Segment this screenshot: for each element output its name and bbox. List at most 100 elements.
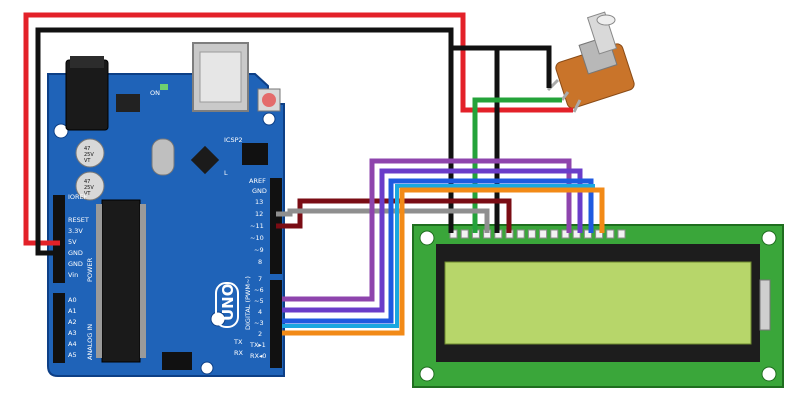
mount-hole (210, 311, 226, 327)
capacitor-label: VT (84, 191, 91, 197)
power-header-labels: IOREF RESET 3.3V 5V GND GND Vin (68, 193, 89, 279)
wires (23, 12, 605, 336)
wire-d12-maroon (276, 198, 512, 233)
capacitor-label: 25V (84, 152, 94, 158)
capacitor: 47 25V VT (75, 171, 105, 201)
digital-pin-label: RX◂0 (250, 352, 266, 360)
digital-pin-label: 4 (258, 308, 262, 316)
pot-leg (572, 99, 582, 113)
capacitor: 47 25V VT (75, 138, 105, 168)
lcd-pin-pad (583, 229, 592, 239)
lcd-pin-pad (606, 229, 615, 239)
wire-gnd-black-lcd (451, 45, 552, 88)
power-pin-label: GND (68, 249, 83, 257)
digital-pin-label: 7 (258, 275, 262, 283)
lcd-backlight-led (759, 279, 771, 331)
digital-pin-label: AREF (249, 177, 266, 185)
arduino-uno-board: 47 25V VT 47 25V VT ICSP2 UNO DIGITAL (P… (47, 42, 285, 377)
lcd-pin-pad (516, 229, 525, 239)
wire-cyan (282, 184, 595, 328)
icsp-label: ICSP2 (224, 136, 243, 144)
lcd-pin-pad (527, 229, 536, 239)
icsp-header-top (242, 143, 268, 165)
mount-hole (53, 123, 69, 139)
uno-logo: UNO (215, 282, 239, 328)
usb-connector-inner (199, 51, 242, 103)
power-pin-label: 3.3V (68, 227, 83, 235)
wire-d2-orange (282, 187, 605, 336)
analog-pin-label: A1 (68, 307, 77, 315)
lcd-mount-hole (761, 366, 777, 382)
analog-pin-label: A3 (68, 329, 77, 337)
lcd-pin-header (449, 229, 626, 239)
reset-button-cap (262, 93, 276, 107)
analog-header-labels: A0 A1 A2 A3 A4 A5 (68, 296, 77, 359)
rx-label: RX (234, 349, 244, 357)
digital-pin-label: ~9 (254, 246, 264, 254)
analog-header (53, 293, 65, 363)
capacitor-label: 47 (84, 146, 90, 152)
mcu-socket-right (140, 204, 146, 358)
power-pin-label: GND (68, 260, 83, 268)
capacitor-label: VT (84, 158, 91, 164)
digital-header-labels: AREF GND 13 12 ~11 ~10 ~9 8 7 ~6 ~5 4 ~3… (249, 177, 267, 360)
capacitor-label: 25V (84, 185, 94, 191)
lcd-mount-hole (419, 230, 435, 246)
wire-d11-gray (276, 208, 490, 233)
digital-label: DIGITAL (PWM~) (244, 276, 252, 330)
crystal (151, 138, 175, 176)
lcd-pin-pad (460, 229, 469, 239)
power-pin-label: 5V (68, 238, 77, 246)
analog-pin-label: A5 (68, 351, 77, 359)
power-pin-label: IOREF (68, 193, 88, 201)
power-label: POWER (86, 257, 94, 282)
lcd-mount-hole (761, 230, 777, 246)
digital-pin-label: GND (252, 187, 267, 195)
tx-label: TX (233, 338, 243, 346)
digital-pin-label: 8 (258, 258, 262, 266)
digital-pin-label: TX▸1 (249, 341, 266, 349)
dc-jack (65, 59, 109, 131)
analog-pin-label: A4 (68, 340, 77, 348)
mount-hole (200, 361, 214, 375)
lcd-screen (444, 261, 752, 345)
wire-5v-red (23, 12, 573, 246)
power-pin-label: Vin (68, 271, 78, 279)
lcd-mount-hole (419, 366, 435, 382)
on-led-label: ON (150, 89, 160, 97)
l-led-label: L (224, 169, 228, 177)
digital-pin-label: ~6 (254, 286, 264, 294)
digital-pin-label: ~10 (250, 234, 264, 242)
lcd-pin-pad (617, 229, 626, 239)
lcd-pin-pad (595, 229, 604, 239)
digital-pin-label: ~3 (254, 319, 264, 327)
lcd-pin-pad (572, 229, 581, 239)
wire-d3-blue (282, 178, 594, 324)
pot-leg (546, 78, 560, 92)
analog-label: ANALOG IN (86, 324, 94, 360)
voltage-regulator (116, 94, 140, 112)
lcd-pin-pad (550, 229, 559, 239)
lcd-pin-pad (539, 229, 548, 239)
digital-pin-label: 12 (255, 210, 263, 218)
pot-knob-top (596, 14, 616, 26)
atmega-chip (101, 199, 141, 363)
digital-pin-label: ~5 (254, 297, 264, 305)
pot-shaft (586, 11, 618, 55)
wire-gnd-black (35, 27, 454, 256)
mount-hole (262, 112, 276, 126)
power-header (53, 195, 65, 283)
analog-pin-label: A2 (68, 318, 77, 326)
capacitor-label: 47 (84, 179, 90, 185)
dc-jack-front (70, 56, 104, 68)
digital-pin-label: 13 (255, 198, 263, 206)
mcu-socket-left (96, 204, 102, 358)
digital-header-bottom (270, 280, 282, 368)
icsp-header-bottom (162, 352, 192, 370)
digital-pin-label: ~11 (250, 222, 264, 230)
board-name: UNO (219, 284, 237, 322)
lcd-pin-pad (561, 229, 570, 239)
potentiometer (546, 11, 635, 113)
